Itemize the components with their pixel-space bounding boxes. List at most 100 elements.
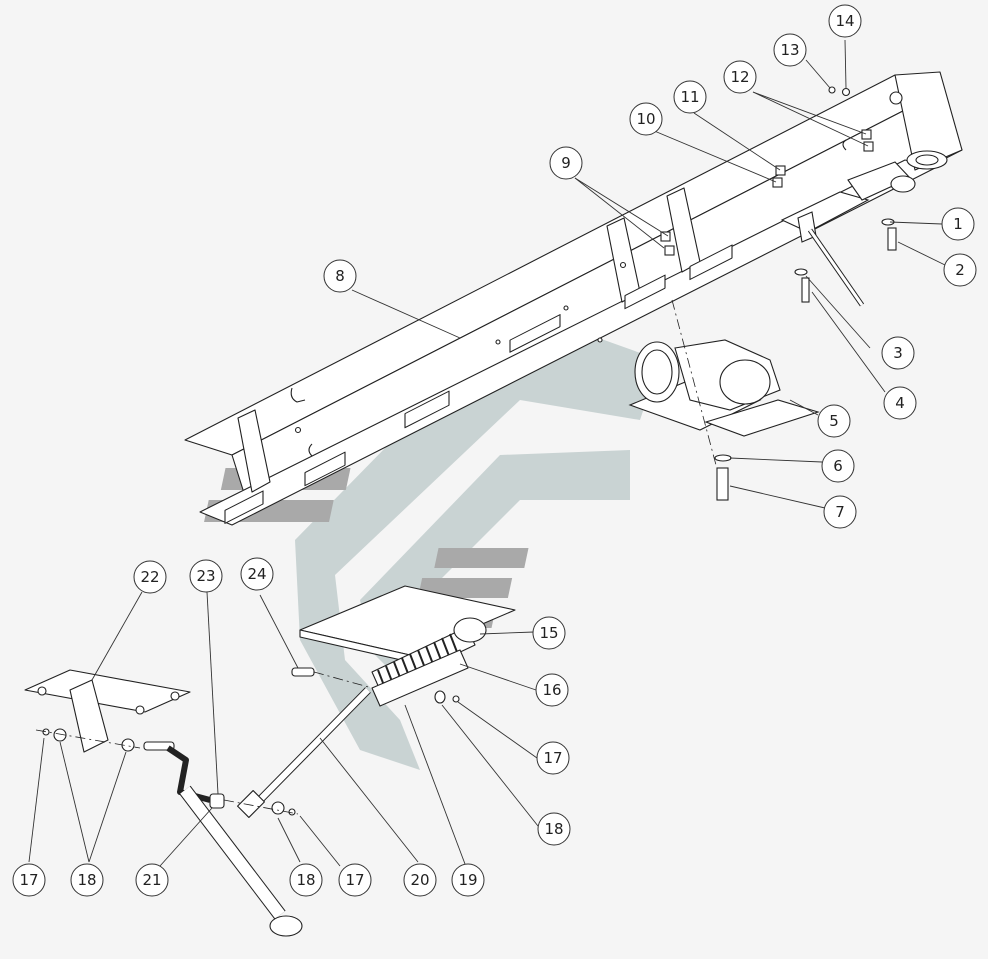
callout-label: 12 <box>730 68 749 86</box>
crank-centerline <box>35 729 141 749</box>
callout-c1: 1 <box>941 207 975 241</box>
callout-c24: 24 <box>240 557 274 591</box>
main-beam <box>184 71 963 526</box>
callout-circle <box>189 559 223 593</box>
bracket-hole <box>37 686 47 696</box>
callout-label: 1 <box>953 215 963 233</box>
upper-stand-assembly <box>660 86 916 307</box>
callout-c17a: 17 <box>536 741 570 775</box>
callout-c11: 11 <box>673 80 707 114</box>
callout-c23: 23 <box>189 559 223 593</box>
pivot-tube-19 <box>453 617 487 643</box>
beam-hook <box>290 387 306 403</box>
beam-slot <box>304 451 346 487</box>
hub-lower-plate <box>704 399 820 437</box>
clip-17 <box>452 695 460 703</box>
beam-hole <box>495 339 501 345</box>
callout-label: 3 <box>893 344 903 362</box>
beam-hole <box>294 426 302 434</box>
stand-leg-20-inner <box>249 687 371 811</box>
callout-label: 10 <box>636 110 655 128</box>
callout-label: 20 <box>410 871 429 889</box>
beam-end-block <box>894 71 963 171</box>
washer-3 <box>794 268 808 276</box>
callout-circle <box>403 863 437 897</box>
callout-label: 2 <box>955 261 965 279</box>
pin-21 <box>143 741 175 751</box>
callout-c14: 14 <box>828 4 862 38</box>
callout-circle <box>941 207 975 241</box>
crank-handle-21-inner <box>180 786 285 919</box>
clip-17-left <box>42 728 50 736</box>
callout-c10: 10 <box>629 102 663 136</box>
callout-circle <box>323 259 357 293</box>
callout-circle <box>289 863 323 897</box>
callout-c13: 13 <box>773 33 807 67</box>
bolt-2 <box>887 227 897 251</box>
callout-circle <box>549 146 583 180</box>
watermark-chevron <box>295 310 660 770</box>
bracket-hole <box>135 705 145 715</box>
callout-c12: 12 <box>723 60 757 94</box>
nut-10 <box>772 177 783 188</box>
callout-c6: 6 <box>821 449 855 483</box>
hub-centerline <box>671 299 721 481</box>
callout-c18c: 18 <box>70 863 104 897</box>
callout-label: 22 <box>140 568 159 586</box>
lower-stand-assembly <box>24 585 516 937</box>
callout-circle <box>773 33 807 67</box>
callout-c5: 5 <box>817 404 851 438</box>
hub-flange-inner <box>641 349 673 395</box>
callout-c22: 22 <box>133 560 167 594</box>
clip-17-right <box>288 808 296 816</box>
watermark-bar <box>417 578 513 598</box>
callout-circle <box>133 560 167 594</box>
beam-hole <box>597 337 603 343</box>
callout-c20: 20 <box>403 863 437 897</box>
crank-centerline <box>223 799 299 815</box>
callout-label: 7 <box>835 503 845 521</box>
callout-circle <box>12 863 46 897</box>
callout-label: 4 <box>895 394 905 412</box>
bolt-7 <box>716 467 729 501</box>
hub-bearing <box>719 359 771 405</box>
callout-c18b: 18 <box>289 863 323 897</box>
callout-circle <box>629 102 663 136</box>
callouts: 1234567891011121314151617181920171821181… <box>12 4 977 897</box>
watermark-bar <box>434 548 529 568</box>
callout-circle <box>537 812 571 846</box>
upper-stand-cylinder <box>890 175 916 193</box>
washer-14 <box>841 87 851 97</box>
callout-circle <box>135 863 169 897</box>
callout-label: 8 <box>335 267 345 285</box>
callout-circle <box>883 386 917 420</box>
bracket-plate-22 <box>24 669 191 713</box>
callout-circle <box>723 60 757 94</box>
callout-c16: 16 <box>535 673 569 707</box>
callout-label: 6 <box>833 457 843 475</box>
callout-label: 11 <box>680 88 699 106</box>
callout-label: 5 <box>829 412 839 430</box>
callout-circle <box>821 449 855 483</box>
end-nut <box>889 91 903 105</box>
nut-13 <box>828 86 836 94</box>
callout-label: 24 <box>247 565 266 583</box>
beam-hole <box>619 261 627 269</box>
callout-circle <box>828 4 862 38</box>
callout-label: 21 <box>142 871 161 889</box>
callout-circle <box>823 495 857 529</box>
axle-hub-assembly <box>628 299 820 501</box>
upper-stand-leg-inner <box>808 229 864 306</box>
beam-slot <box>689 244 733 281</box>
beam-hook <box>308 443 313 457</box>
beam-slot <box>224 490 264 524</box>
bracket-upright-22 <box>69 679 109 753</box>
callout-circle <box>881 336 915 370</box>
callout-label: 9 <box>561 154 571 172</box>
pivot-housing-19 <box>371 649 469 707</box>
callout-c2: 2 <box>943 253 977 287</box>
beam-gusset <box>237 409 271 493</box>
callout-c18a: 18 <box>537 812 571 846</box>
callout-c4: 4 <box>883 386 917 420</box>
